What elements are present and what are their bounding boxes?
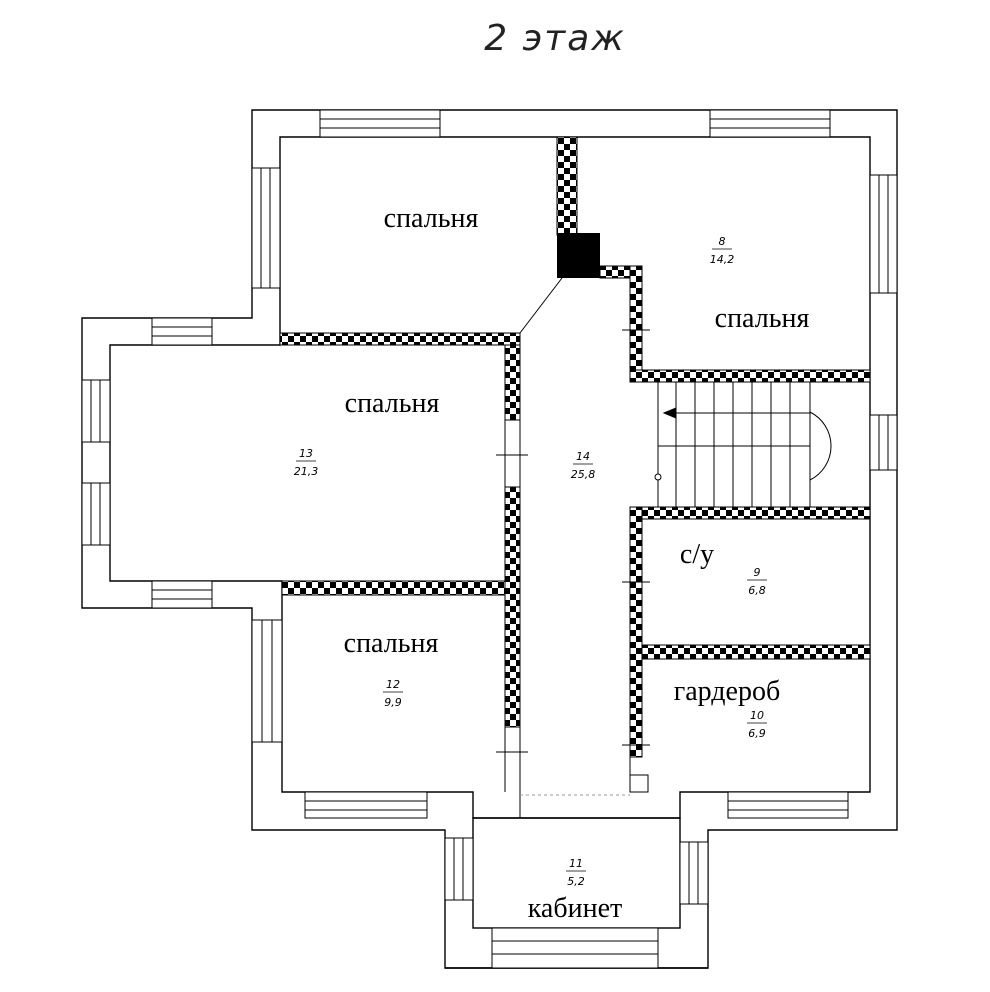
window-top-right [709,109,831,138]
room-number: 10 [750,709,764,722]
room-area: 25,8 [571,468,596,481]
room-number: 12 [386,678,400,691]
room-wardrobe: гардероб 10 6,9 [674,676,780,740]
room-number: 9 [754,566,761,579]
room-area: 5,2 [567,875,585,888]
window-west-top [151,317,213,346]
hall-lines [496,277,650,818]
window-top-left [319,109,441,138]
staircase [657,381,845,508]
room-bedroom-ne: 8 14,2 спальня [710,235,810,334]
window-bottom-right [727,791,849,819]
window-west-side-1 [81,379,111,443]
window-office-bottom [491,927,659,969]
room-bedroom-sw: спальня 12 9,9 [344,628,439,709]
room-number: 14 [576,450,590,463]
room-number: 11 [569,857,583,870]
window-left-lower-wing [251,619,283,743]
inner-wall-outline [109,136,871,819]
room-area: 6,8 [748,584,766,597]
outer-wall-outline [81,109,898,969]
room-bathroom: с/у 9 6,8 [680,539,767,597]
room-area: 14,2 [710,253,735,266]
room-name: спальня [384,203,479,234]
room-area: 21,3 [294,465,319,478]
room-number: 13 [299,447,313,460]
room-name: кабинет [528,893,623,924]
window-right-upper [869,174,898,294]
room-name: спальня [715,303,810,334]
window-west-side-2 [81,482,111,546]
room-office: 11 5,2 кабинет [528,857,623,924]
room-hall: 14 25,8 [571,450,596,481]
room-bedroom-nw: спальня [384,203,479,234]
window-west-bottom [151,580,213,609]
stair-treads [654,382,810,507]
floor-title: 2 этаж [484,18,626,59]
window-left-upper-wing [251,167,281,289]
room-name: с/у [680,539,714,570]
room-name: спальня [345,388,440,419]
window-bottom-left [304,791,428,819]
room-name: гардероб [674,676,780,707]
partitions [279,136,871,758]
room-area: 9,9 [384,696,402,709]
room-area: 6,9 [748,727,766,740]
room-name: спальня [344,628,439,659]
room-number: 8 [719,235,726,248]
window-right-middle [869,414,898,471]
window-office-right [679,841,709,905]
room-bedroom-w: спальня 13 21,3 [294,388,440,478]
window-office-left [444,837,474,901]
